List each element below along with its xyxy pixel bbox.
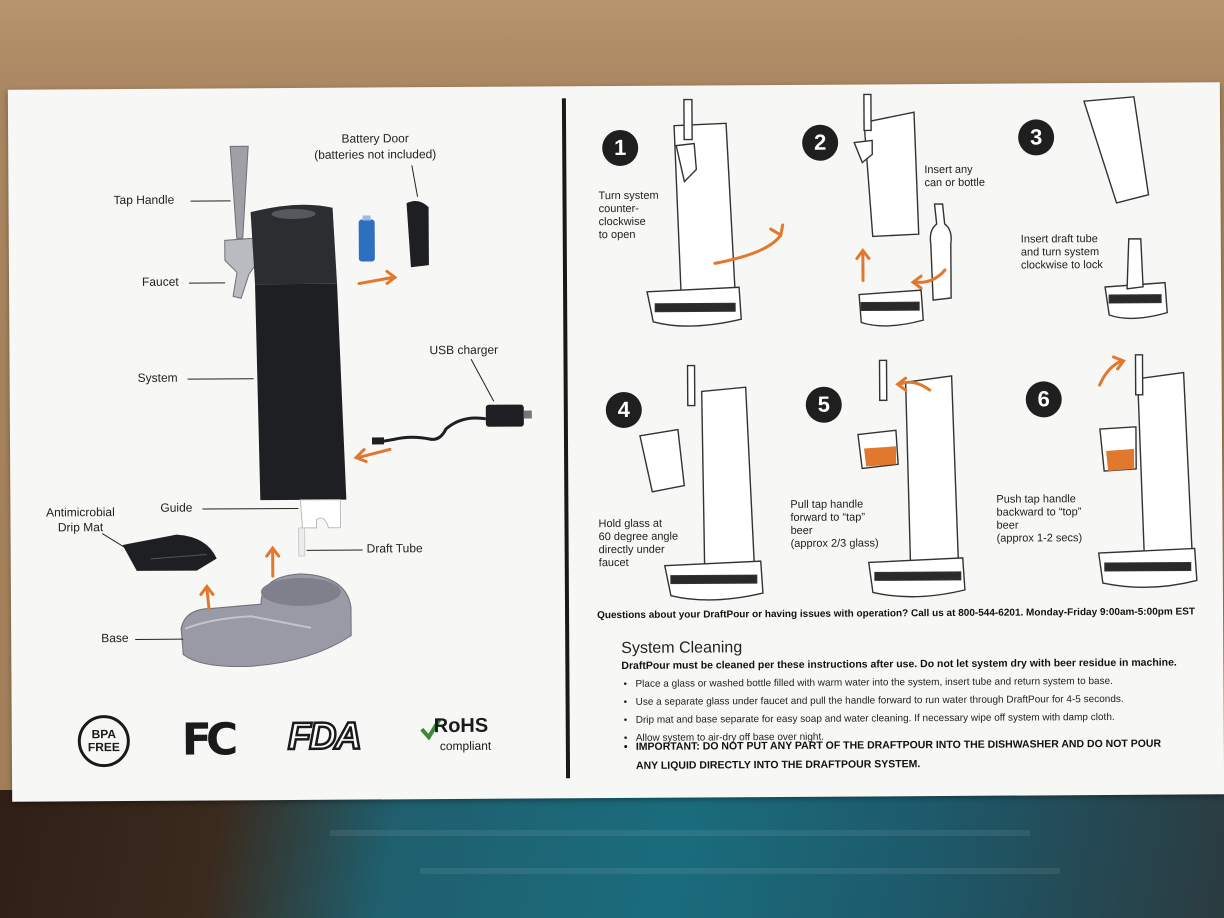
- step-1-number: 1: [602, 129, 639, 167]
- label-tap-handle: Tap Handle: [113, 192, 175, 208]
- cleaning-intro: DraftPour must be cleaned per these inst…: [621, 656, 1177, 672]
- cleaning-title: System Cleaning: [621, 639, 743, 657]
- step-5-number: 5: [805, 386, 842, 423]
- steps-illustration: [639, 93, 1198, 601]
- label-usb-charger: USB charger: [429, 342, 499, 358]
- label-batteries-note: (batteries not included): [314, 147, 437, 162]
- step-3-number: 3: [1018, 119, 1055, 156]
- label-faucet: Faucet: [141, 274, 179, 289]
- parts-diagram: Tap Handle Faucet System Guide Antimicro…: [8, 82, 1220, 768]
- instruction-card: Tap Handle Faucet System Guide Antimicro…: [7, 82, 1224, 802]
- fc-logo: FC: [181, 714, 233, 766]
- fda-logo: FDA: [286, 714, 361, 759]
- step-2-number: 2: [802, 124, 839, 161]
- label-antimicrobial: Antimicrobial: [46, 505, 115, 520]
- label-drip-mat: Drip Mat: [57, 520, 104, 535]
- cardboard-background: [0, 0, 1224, 90]
- cleaning-warning: IMPORTANT: DO NOT PUT ANY PART OF THE DR…: [622, 735, 1161, 776]
- label-draft-tube: Draft Tube: [366, 541, 423, 556]
- bpa-free-logo: BPA FREE: [77, 714, 130, 768]
- label-guide: Guide: [160, 500, 193, 515]
- label-system: System: [137, 370, 178, 385]
- rohs-logo: RoHS compliant: [420, 715, 520, 753]
- floor-background: [0, 790, 1224, 918]
- step-4-number: 4: [605, 391, 642, 429]
- contact-line: Questions about your DraftPour or having…: [597, 606, 1196, 622]
- parts-illustration: [122, 145, 532, 668]
- label-battery-door: Battery Door: [341, 131, 409, 146]
- rohs-check-icon: [420, 718, 442, 741]
- label-base: Base: [101, 630, 129, 646]
- step-6-number: 6: [1025, 381, 1062, 418]
